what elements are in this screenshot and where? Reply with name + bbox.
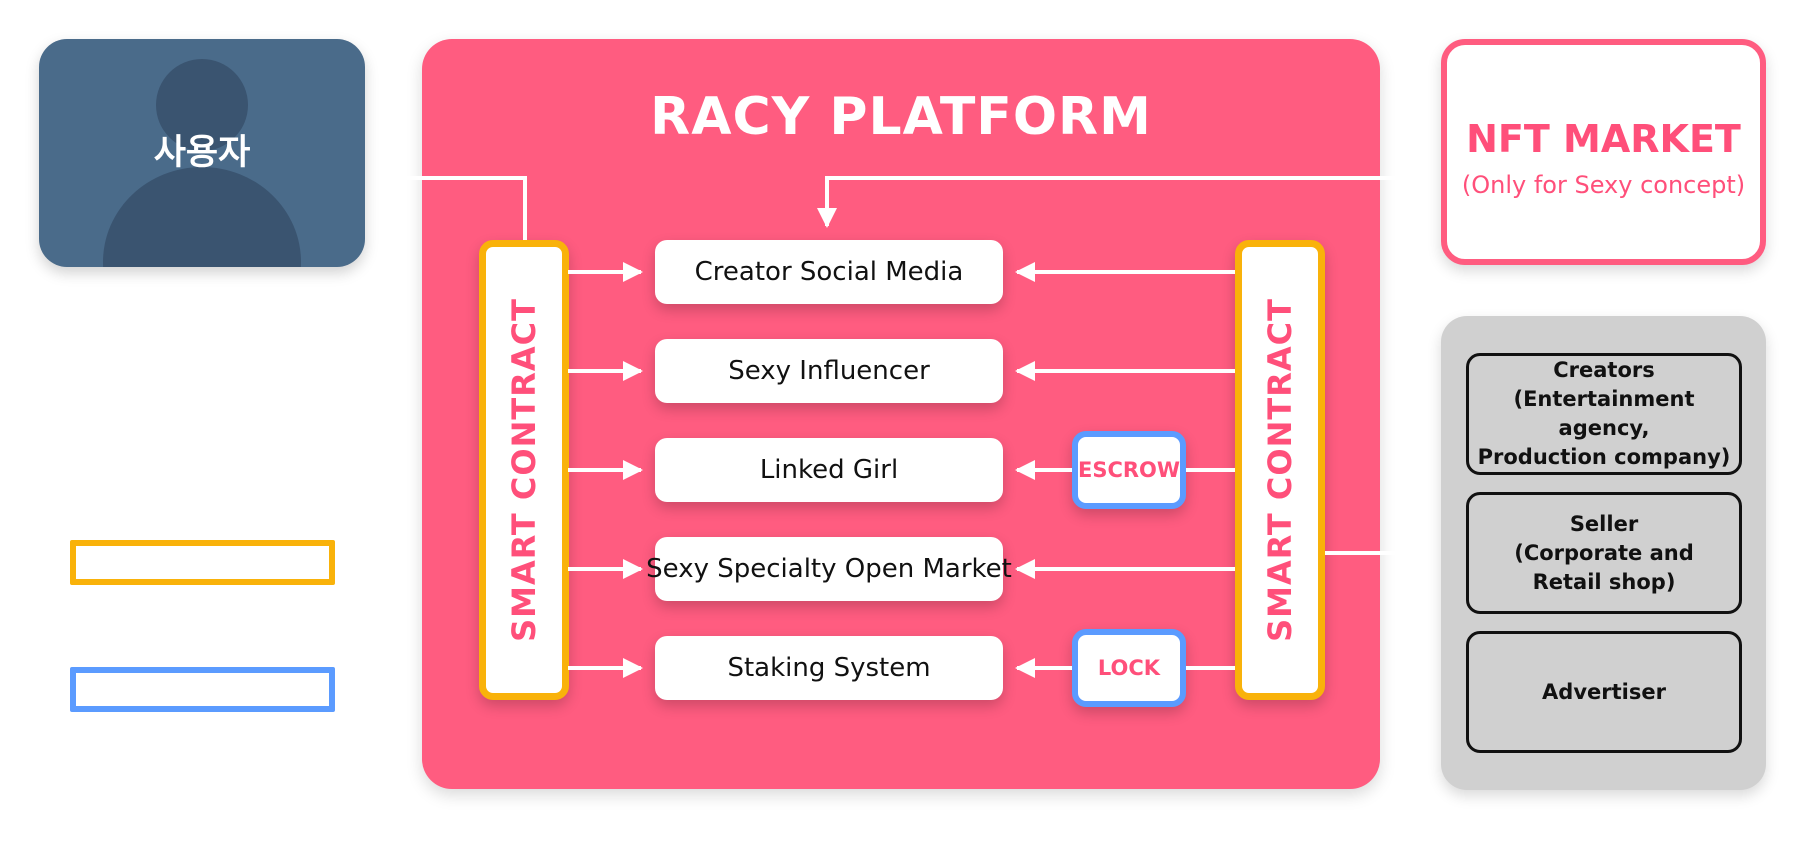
nft-market-card: NFT MARKET (Only for Sexy concept) (1441, 39, 1766, 265)
lock-tag: LOCK (1072, 629, 1186, 707)
nft-market-subtitle: (Only for Sexy concept) (1461, 171, 1746, 199)
participant-creators: Creators(Entertainment agency,Production… (1466, 353, 1742, 475)
line-nft-top-route (817, 176, 1426, 228)
smart-contract-right: SMART CONTRACT (1235, 240, 1325, 700)
module-creator-social-media: Creator Social Media (655, 240, 1003, 304)
platform-title: RACY PLATFORM (650, 87, 1152, 147)
legend-smart-contract (70, 540, 335, 585)
module-sexy-influencer: Sexy Influencer (655, 339, 1003, 403)
smart-contract-left: SMART CONTRACT (479, 240, 569, 700)
participant-advertiser: Advertiser (1466, 631, 1742, 753)
module-staking-system: Staking System (655, 636, 1003, 700)
escrow-tag: ESCROW (1072, 431, 1186, 509)
legend-tag (70, 667, 335, 712)
arrow-user-to-smart-contract (395, 176, 527, 240)
nft-market-title: NFT MARKET (1466, 117, 1741, 161)
module-linked-girl: Linked Girl (655, 438, 1003, 502)
user-label: 사용자 (153, 133, 251, 173)
user-card: 사용자 (39, 39, 365, 267)
module-sexy-specialty-open-market: Sexy Specialty Open Market (646, 537, 1012, 601)
user-avatar-head (156, 59, 248, 151)
